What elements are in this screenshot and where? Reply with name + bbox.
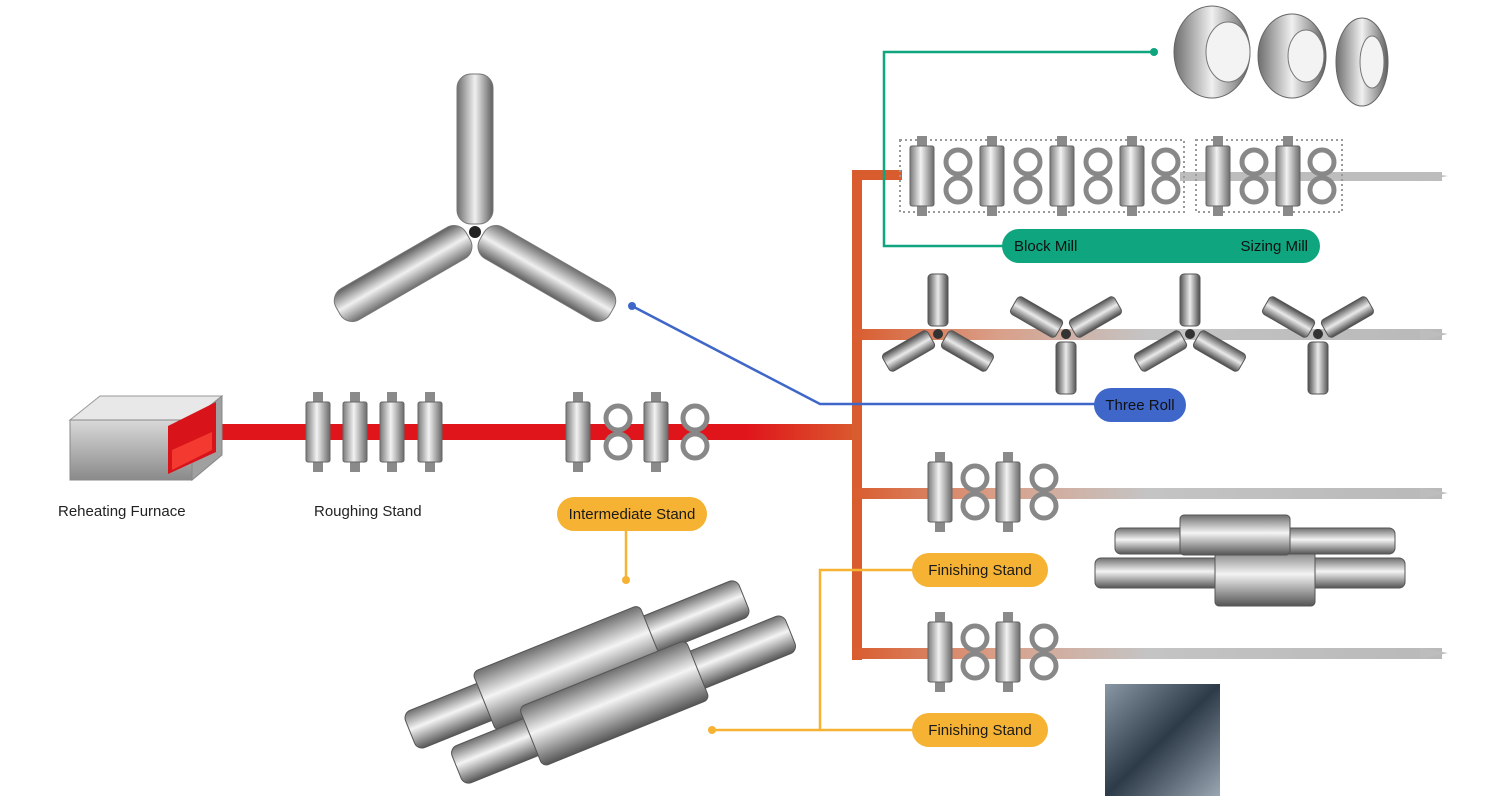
branch-3 (852, 488, 1442, 499)
branch-4 (852, 648, 1442, 659)
groove-roll-photo (1105, 684, 1220, 796)
output-tip-3 (1420, 488, 1448, 499)
output-tip-2 (1420, 329, 1448, 340)
three-roll-illustration (333, 73, 617, 322)
callout-line-finishing (712, 568, 914, 732)
reheating-furnace-label: Reheating Furnace (58, 503, 186, 520)
three-roll-units (880, 254, 1399, 404)
three-roll-label: Three Roll (1094, 388, 1186, 422)
main-line-fade (745, 424, 860, 440)
block-sizing-mill-callout: Block Mill Sizing Mill (1002, 229, 1320, 263)
block-mill-rolls (899, 135, 1185, 217)
roughing-stand-label: Roughing Stand (314, 503, 422, 520)
trunk-line (852, 170, 862, 660)
ring-rolls-illustration (1173, 5, 1389, 107)
intermediate-stand-label: Intermediate Stand (557, 497, 707, 531)
finishing-stand-label-1: Finishing Stand (912, 553, 1048, 587)
branch-2 (852, 329, 1442, 340)
callout-line-block-mill (882, 50, 1154, 248)
output-tip-4 (1420, 648, 1448, 659)
branch-1 (852, 170, 902, 180)
reheating-furnace (68, 394, 224, 482)
intermediate-rolls-illustration (404, 580, 796, 784)
finishing-rolls-illustration (1094, 514, 1406, 607)
callout-line-three-roll (631, 304, 1096, 406)
finishing-stand-label-2: Finishing Stand (912, 713, 1048, 747)
output-tip-1 (1420, 172, 1448, 181)
branch-1-output (1180, 172, 1442, 181)
sizing-mill-rolls (1195, 135, 1343, 217)
block-mill-label: Block Mill (1014, 237, 1078, 255)
sizing-mill-label: Sizing Mill (1240, 237, 1308, 255)
